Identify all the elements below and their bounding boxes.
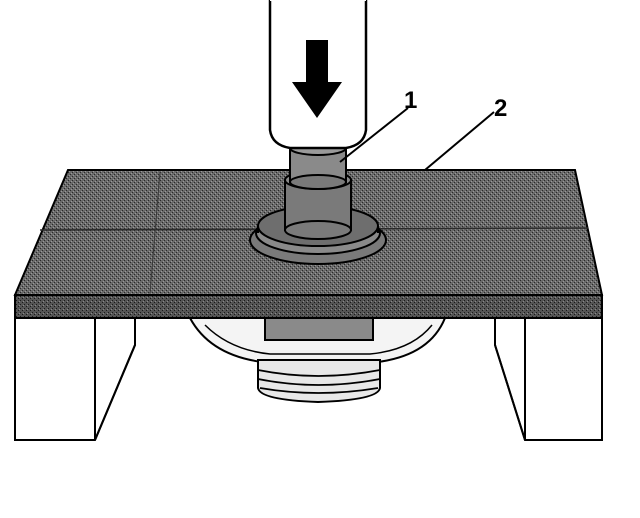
callout-1-leader	[339, 107, 409, 163]
press-plate-front	[14, 294, 603, 319]
callout-2-label: 2	[494, 95, 507, 122]
arrow-down-icon	[292, 40, 342, 118]
left-support-block	[14, 317, 136, 441]
callout-1-label: 1	[404, 87, 417, 114]
plate-seam-line	[149, 171, 161, 294]
right-support-block	[494, 317, 603, 441]
press-ram-shaft	[284, 140, 352, 240]
callout-2-leader	[424, 111, 495, 171]
bearing-housing	[188, 317, 447, 404]
